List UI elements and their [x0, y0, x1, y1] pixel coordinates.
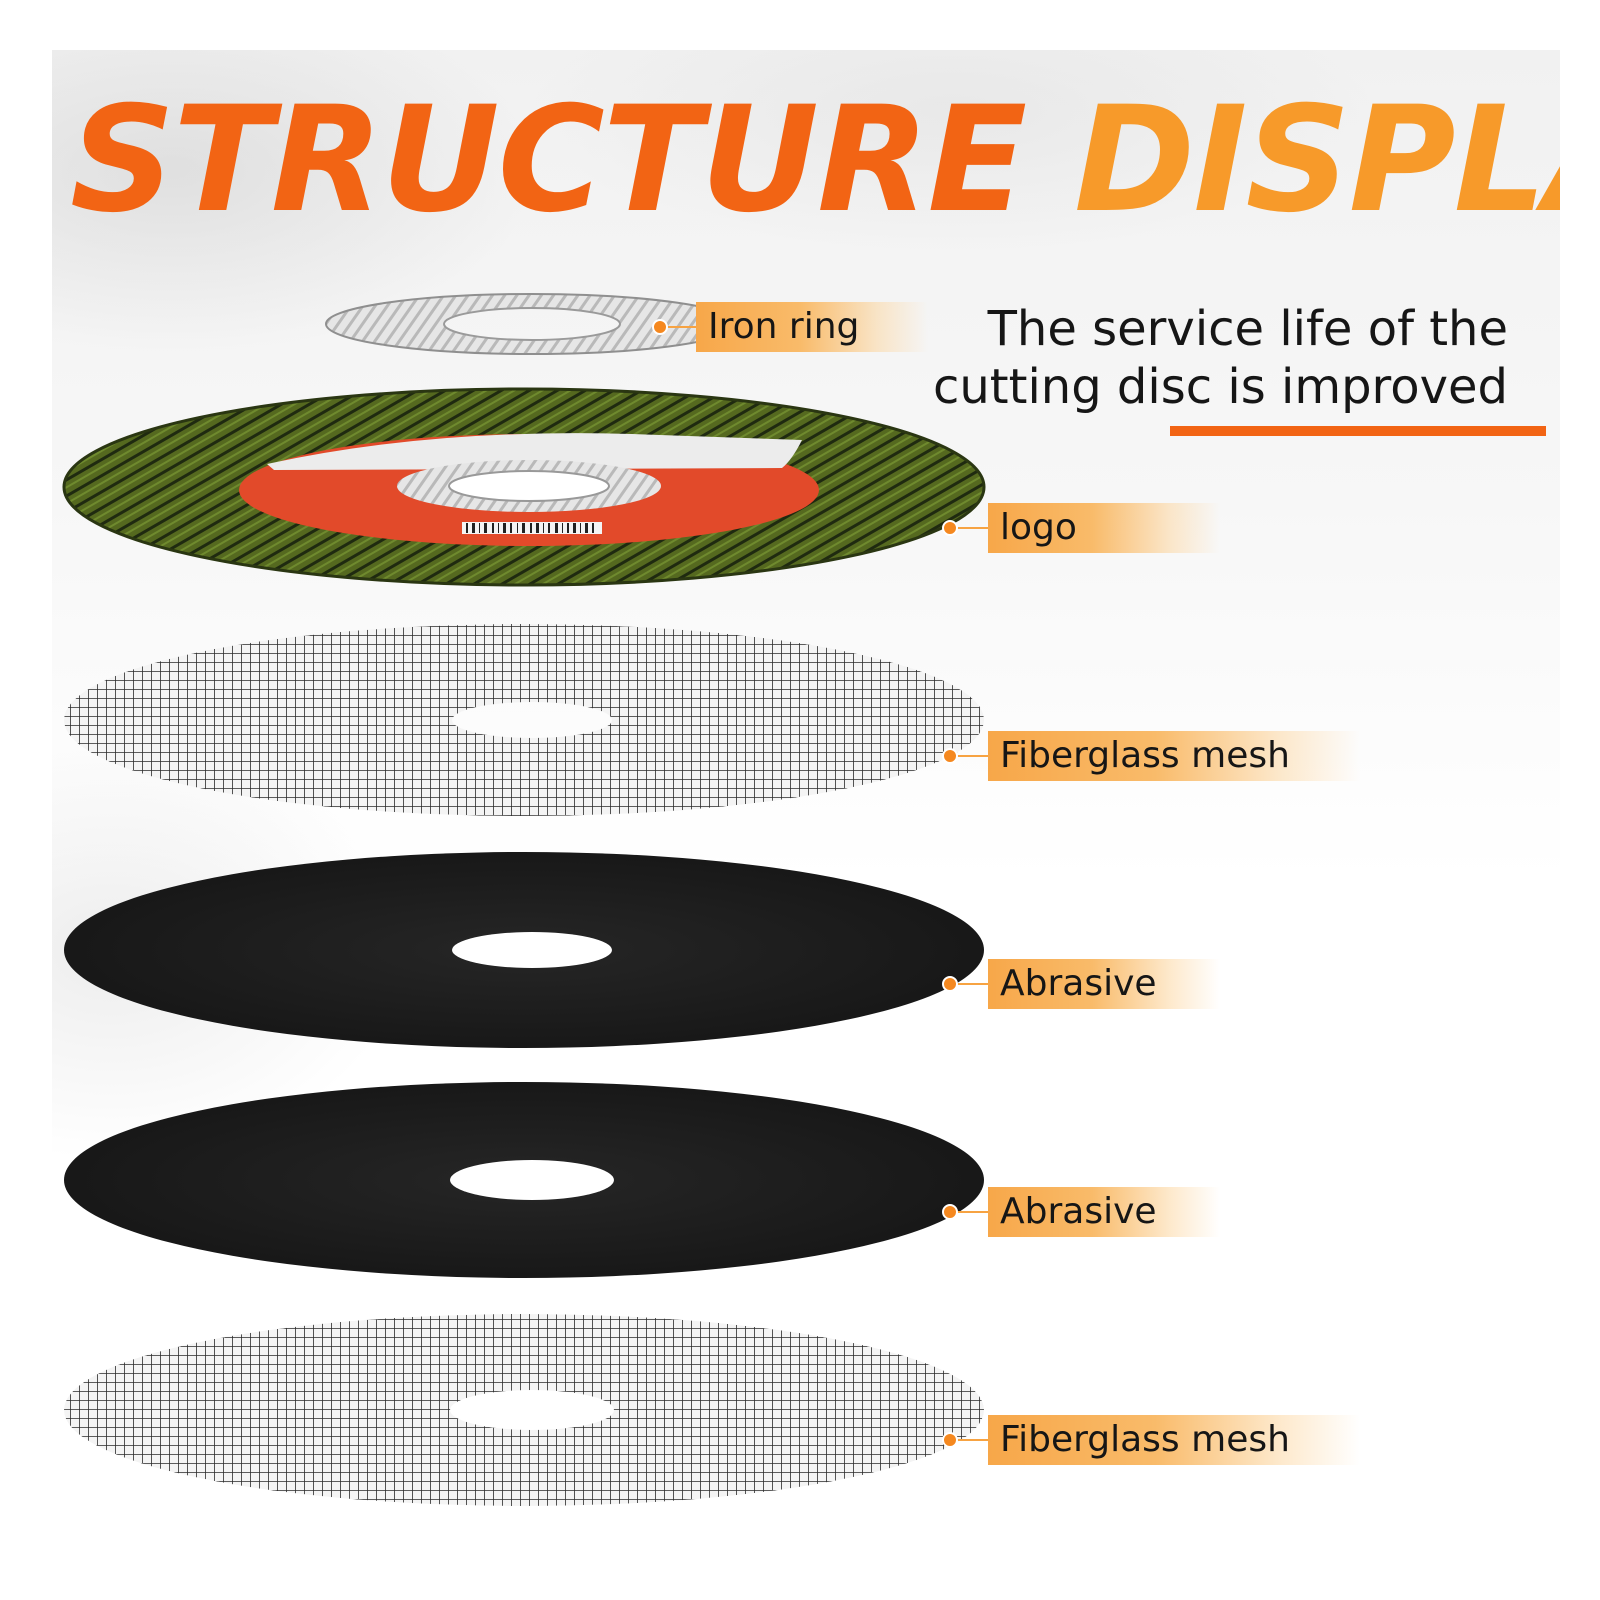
- page-title: STRUCTURE DISPLAY: [70, 80, 1560, 240]
- fiberglass-mesh-layer-bottom: [64, 1314, 984, 1506]
- logo-disc-layer: [62, 387, 986, 587]
- connector-iron-ring: [652, 319, 696, 335]
- label-fiberglass-mesh-bottom: Fiberglass mesh: [988, 1415, 1360, 1465]
- connector-abrasive-bottom: [942, 1204, 988, 1220]
- iron-ring-layer: [325, 293, 739, 355]
- title-word-display: DISPLAY: [1074, 75, 1560, 245]
- abrasive-layer-top: [64, 852, 984, 1048]
- label-abrasive-bottom: Abrasive: [988, 1187, 1220, 1237]
- connector-logo: [942, 520, 988, 536]
- connector-abrasive-top: [942, 976, 988, 992]
- tagline-line-1: The service life of the: [987, 301, 1508, 357]
- tagline-underline: [1170, 426, 1546, 436]
- label-fiberglass-mesh-top: Fiberglass mesh: [988, 731, 1360, 781]
- fiberglass-mesh-layer-top: [64, 624, 984, 816]
- label-abrasive-top: Abrasive: [988, 959, 1220, 1009]
- tagline-line-2: cutting disc is improved: [932, 359, 1508, 415]
- label-iron-ring: Iron ring: [696, 302, 928, 352]
- title-word-structure: STRUCTURE: [70, 75, 1027, 245]
- service-life-tagline: The service life of the cutting disc is …: [848, 300, 1508, 416]
- connector-fiberglass-mesh-bottom: [942, 1432, 988, 1448]
- label-logo: logo: [988, 503, 1220, 553]
- abrasive-layer-bottom: [64, 1082, 984, 1278]
- connector-fiberglass-mesh-top: [942, 748, 988, 764]
- disc-layers-diagram: [62, 293, 988, 1506]
- structure-display-canvas: STRUCTURE DISPLAY The service life of th…: [52, 50, 1560, 1558]
